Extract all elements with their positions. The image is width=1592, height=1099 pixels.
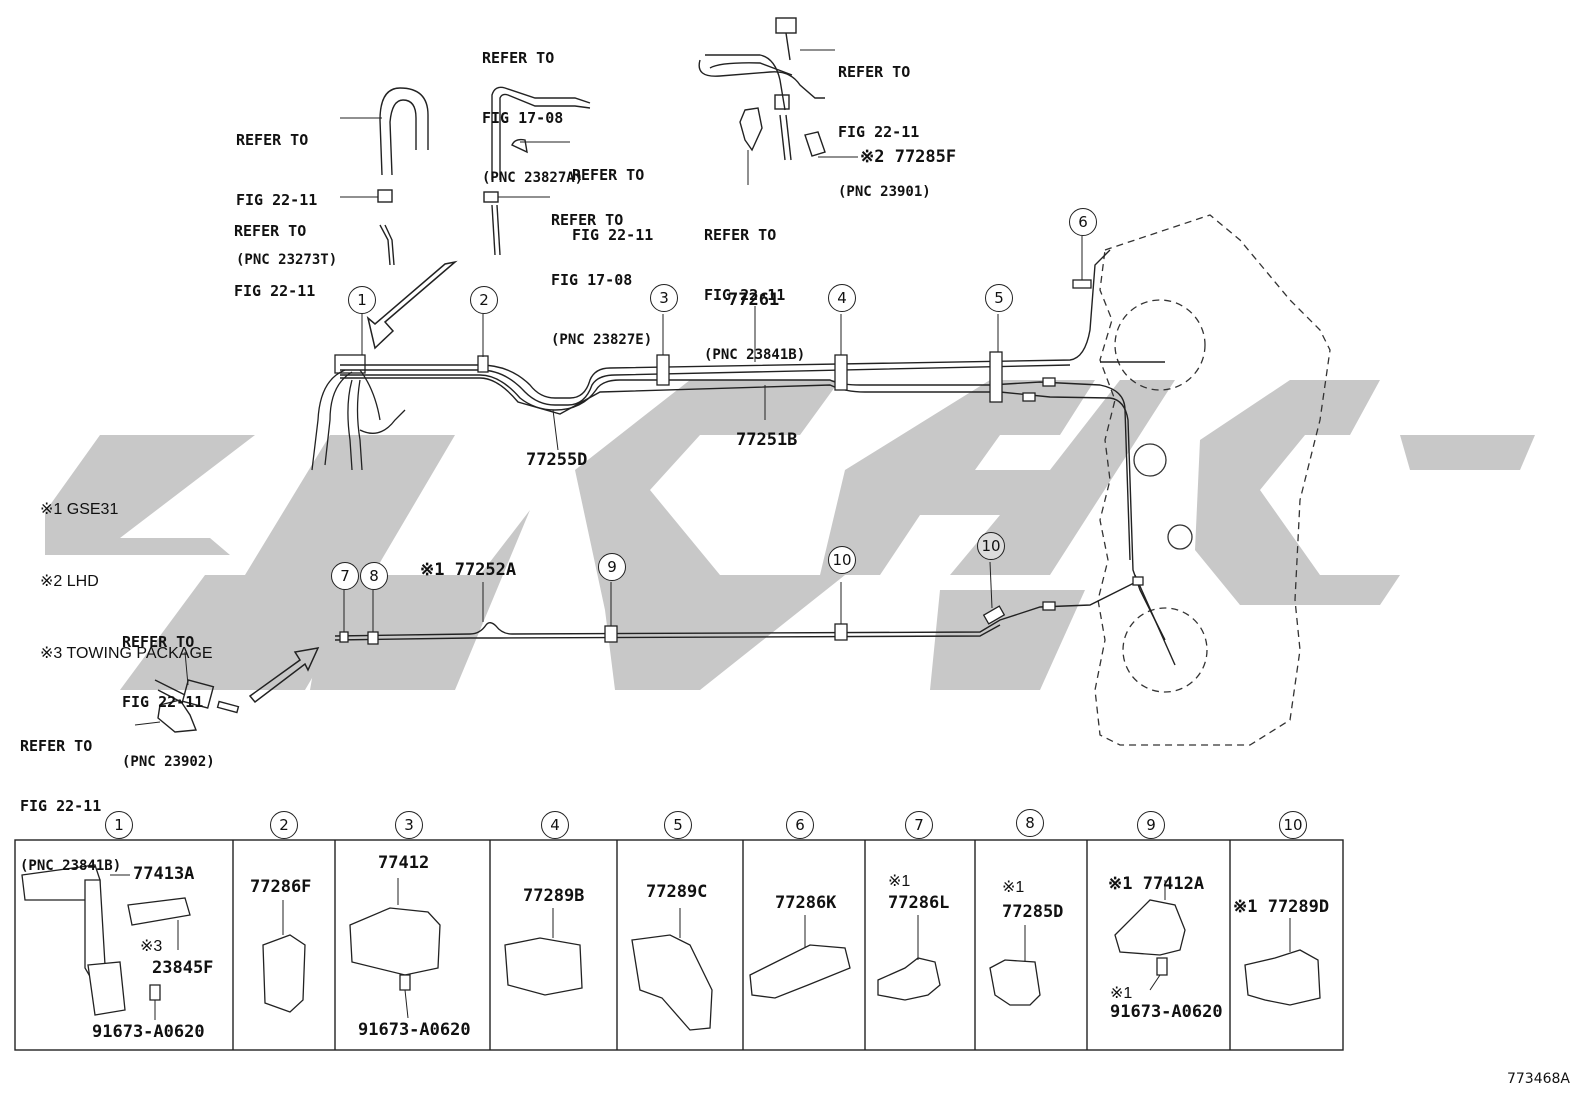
option-mark: ※1 [1002,879,1025,896]
part-number: ※1 77252A [420,560,517,580]
ref-line: REFER TO [122,633,195,651]
lower-brake-line [334,579,1141,641]
ref-line: FIG 22-11 [122,693,204,711]
callout-9: 9 [598,553,626,581]
part-number: 77413A [133,864,195,884]
parts-table-grid [14,839,1344,1051]
ref-label: REFER TO FIG 22-11 (PNC 23841B) [704,185,805,385]
ref-pnc: (PNC 23841B) [704,347,806,363]
table-header-4: 4 [541,811,569,839]
ref-line: REFER TO [704,226,777,244]
ref-line: REFER TO [838,63,911,81]
table-header-3: 3 [395,811,423,839]
ref-line: FIG 22-11 [234,282,316,300]
option-mark: ※1 [888,873,911,890]
table-part-sketches [21,864,1321,1031]
callout-2: 2 [470,286,498,314]
fuel-tank-outline [1094,214,1331,746]
part-number: 91673-A0620 [1110,1002,1223,1022]
ref-line: REFER TO [20,737,93,755]
ref-label: REFER TO FIG 22-11 (PNC 23902) [122,592,215,792]
ref-label: REFER TO FIG 22-11 [234,181,315,321]
part-number: 77286L [888,893,950,913]
ref-pnc: (PNC 23902) [122,754,215,770]
callout-8: 8 [360,562,388,590]
front-hoses [311,354,406,471]
callout-10: 10 [828,546,856,574]
part-number: ※1 77412A [1108,874,1205,894]
callout-6: 6 [1069,208,1097,236]
tank-port [1167,524,1193,550]
ref-components [154,17,826,733]
part-number: 23845F [152,958,214,978]
ref-pnc: (PNC 23273T) [236,252,338,268]
part-number: 77255D [526,450,588,470]
ref-line: FIG 17-08 [551,271,633,289]
ref-line: REFER TO [572,166,645,184]
part-number: 77251B [736,430,798,450]
figure-code: 773468A [1506,1071,1570,1087]
part-number: 77285D [1002,902,1064,922]
ref-line: REFER TO [482,49,555,67]
brake-line-bundle [340,249,1176,666]
watermark-logo [45,380,1535,690]
part-number: ※2 77285F [860,147,957,167]
part-number: 77286F [250,877,312,897]
table-header-6: 6 [786,811,814,839]
ref-line: REFER TO [236,131,309,149]
part-number: 77286K [775,893,837,913]
ref-label: REFER TO FIG 22-11 (PNC 23901) [838,22,931,222]
callout-1: 1 [348,286,376,314]
ref-label: REFER TO FIG 17-08 (PNC 23827A) [482,8,583,208]
ref-line: FIG 22-11 [704,286,786,304]
note-line: ※1 GSE31 [40,501,119,518]
callout-3: 3 [650,284,678,312]
ref-line: REFER TO [234,222,307,240]
part-number: 77289C [646,882,708,902]
table-header-9: 9 [1137,811,1165,839]
ref-line: FIG 22-11 [236,191,318,209]
table-header-10: 10 [1279,811,1307,839]
ref-line: FIG 17-08 [482,109,564,127]
notes: ※1 GSE31 ※2 LHD ※3 TOWING PACKAGE [40,450,213,690]
part-number: ※1 77289D [1233,897,1330,917]
table-header-1: 1 [105,811,133,839]
callout-10-alt: 10 [977,532,1005,560]
callout-4: 4 [828,284,856,312]
callout-5: 5 [985,284,1013,312]
note-line: ※3 TOWING PACKAGE [40,645,213,662]
option-mark: ※3 [140,938,163,955]
leader-lines [134,49,1083,726]
table-header-5: 5 [664,811,692,839]
callout-7: 7 [331,562,359,590]
tank-port [1133,443,1167,477]
ref-line: FIG 22-11 [572,226,654,244]
leader-arrows [248,260,458,704]
ref-line: REFER TO [551,211,624,229]
table-header-8: 8 [1016,809,1044,837]
note-line: ※2 LHD [40,573,99,590]
ref-pnc: (PNC 23901) [838,184,931,200]
ref-pnc: (PNC 23841B) [20,858,122,874]
ref-line: FIG 22-11 [838,123,920,141]
ref-label: REFER TO FIG 17-08 (PNC 23827E) [551,170,652,370]
part-number: 77261 [728,290,780,310]
part-number: 91673-A0620 [358,1020,471,1040]
ref-line: FIG 22-11 [20,797,102,815]
part-number: 91673-A0620 [92,1022,205,1042]
part-number: 77289B [523,886,585,906]
ref-label: REFER TO FIG 22-11 [572,125,653,265]
table-header-7: 7 [905,811,933,839]
table-header-2: 2 [270,811,298,839]
option-mark: ※1 [1110,985,1133,1002]
ref-label: REFER TO FIG 22-11 (PNC 23273T) [236,90,337,290]
ref-pnc: (PNC 23827E) [551,332,653,348]
ref-pnc: (PNC 23827A) [482,170,584,186]
part-number: 77412 [378,853,430,873]
ref-label: REFER TO FIG 22-11 (PNC 23841B) [20,696,121,896]
